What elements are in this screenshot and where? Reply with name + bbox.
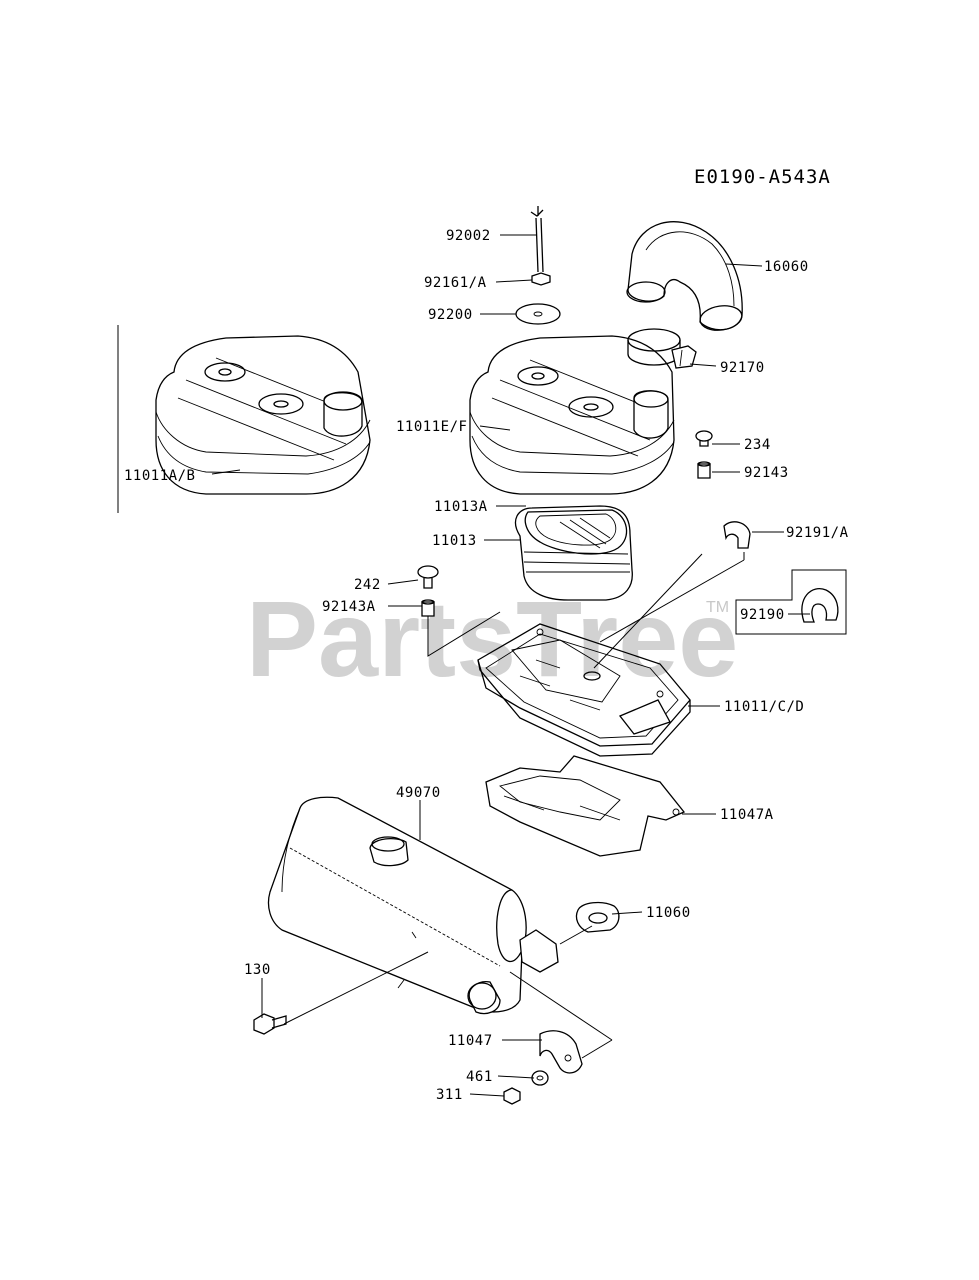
washer-92200 xyxy=(515,303,561,325)
callout-49070: 49070 xyxy=(396,785,441,801)
callout-11011ef: 11011E/F xyxy=(396,419,467,435)
gasket-11060 xyxy=(575,901,620,933)
washer-461 xyxy=(531,1070,549,1086)
callout-11047a: 11047A xyxy=(720,807,774,823)
callout-11013a: 11013A xyxy=(434,499,488,515)
watermark-text: PartsTree xyxy=(246,578,738,699)
callout-92170: 92170 xyxy=(720,360,765,376)
plate-11047a xyxy=(485,755,686,857)
callout-92190: 92190 xyxy=(740,607,785,623)
base-11011cd xyxy=(477,623,691,757)
callout-11060: 11060 xyxy=(646,905,691,921)
callout-11013: 11013 xyxy=(432,533,477,549)
callout-92161: 92161/A xyxy=(424,275,487,291)
callout-11047: 11047 xyxy=(448,1033,493,1049)
screw-234 xyxy=(695,430,713,447)
hose-92191 xyxy=(723,521,751,549)
callout-311: 311 xyxy=(436,1087,463,1103)
callout-92143a: 92143A xyxy=(322,599,376,615)
cover-11011ef xyxy=(469,335,675,495)
watermark-trademark: TM xyxy=(706,599,729,616)
bolt-130 xyxy=(253,1013,287,1035)
elbow-pipe-16060 xyxy=(626,221,743,331)
reference-lines xyxy=(283,552,745,1059)
callout-92002: 92002 xyxy=(446,228,491,244)
callout-461: 461 xyxy=(466,1069,493,1085)
rod-92002 xyxy=(530,206,544,273)
nut-92161 xyxy=(531,272,551,286)
callout-130: 130 xyxy=(244,962,271,978)
callout-242: 242 xyxy=(354,577,381,593)
callout-92191: 92191/A xyxy=(786,525,849,541)
callout-92143: 92143 xyxy=(744,465,789,481)
air-filter-11013 xyxy=(515,505,633,601)
clamp-92170 xyxy=(627,328,697,369)
muffler-49070 xyxy=(267,796,559,1015)
hose-92190-box xyxy=(735,569,847,635)
nut-311 xyxy=(503,1087,521,1105)
callout-leaders xyxy=(211,234,810,1097)
pipe-92143 xyxy=(697,461,711,479)
cover-11011ab xyxy=(155,335,371,495)
pipe-92143a xyxy=(421,599,435,617)
callout-92200: 92200 xyxy=(428,307,473,323)
bracket-11047 xyxy=(539,1030,583,1074)
callout-11011ab: 11011A/B xyxy=(124,468,195,484)
bolt-242 xyxy=(417,565,439,589)
callout-11011cd: 11011/C/D xyxy=(724,699,804,715)
diagram-code: E0190-A543A xyxy=(694,166,831,188)
callout-234: 234 xyxy=(744,437,771,453)
callout-16060: 16060 xyxy=(764,259,809,275)
